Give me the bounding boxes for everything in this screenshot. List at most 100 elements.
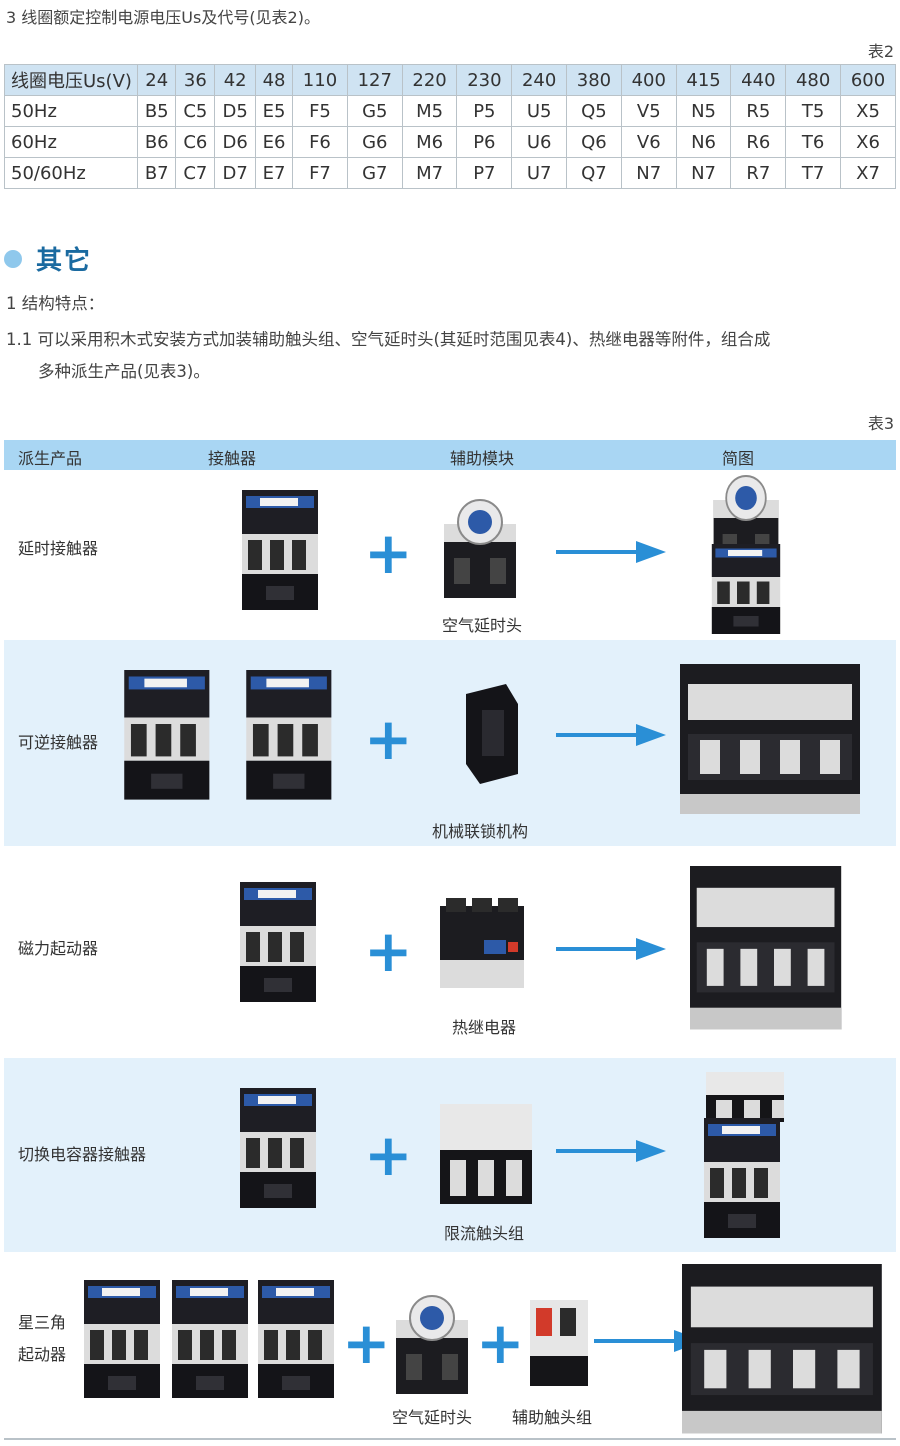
section-heading: 其它 bbox=[4, 240, 92, 277]
code-cell: D7 bbox=[214, 157, 257, 189]
module-caption: 限流触头组 bbox=[444, 1224, 525, 1243]
magnetic-starter-diagram bbox=[690, 866, 842, 1030]
code-cell: N6 bbox=[675, 126, 732, 158]
voltage-cell: 480 bbox=[785, 64, 842, 96]
contactor-image bbox=[124, 670, 210, 800]
paragraph-line-1: 1.1 可以采用积木式安装方式加装辅助触头组、空气延时头(其延时范围见表4)、热… bbox=[6, 330, 771, 349]
voltage-cell: 400 bbox=[620, 64, 677, 96]
module-caption: 辅助触头组 bbox=[512, 1408, 593, 1427]
arrow-right-icon bbox=[556, 724, 666, 746]
code-cell: M5 bbox=[401, 95, 458, 127]
arrow-right-icon bbox=[556, 541, 666, 563]
voltage-cell: 127 bbox=[346, 64, 403, 96]
code-cell: B5 bbox=[136, 95, 177, 127]
coil-voltage-table: 线圈电压Us(V) 24 36 42 48 110 127 220 230 24… bbox=[4, 64, 896, 189]
voltage-cell: 440 bbox=[730, 64, 787, 96]
code-cell: X7 bbox=[840, 157, 896, 189]
voltage-cell: 380 bbox=[566, 64, 622, 96]
code-cell: D6 bbox=[214, 126, 257, 158]
code-cell: F5 bbox=[292, 95, 348, 127]
plus-icon: + bbox=[364, 917, 413, 985]
voltage-cell: 24 bbox=[136, 64, 177, 96]
code-cell: F6 bbox=[292, 126, 348, 158]
header-product: 派生产品 bbox=[18, 449, 83, 468]
contactor-image bbox=[242, 490, 318, 610]
code-cell: U5 bbox=[511, 95, 568, 127]
voltage-cell: 110 bbox=[292, 64, 348, 96]
contactor-image bbox=[240, 882, 316, 1002]
code-cell: E6 bbox=[255, 126, 294, 158]
code-cell: N7 bbox=[675, 157, 732, 189]
voltage-cell: 42 bbox=[214, 64, 257, 96]
table-row: 50/60Hz B7 C7 D7 E7 F7 G7 M7 P7 U7 Q7 N7… bbox=[4, 157, 896, 189]
frequency-label: 50/60Hz bbox=[4, 157, 138, 189]
header-contactor: 接触器 bbox=[208, 449, 257, 468]
star-delta-starter-diagram bbox=[682, 1264, 882, 1434]
thermal-relay-image bbox=[440, 898, 524, 988]
arrow-right-icon bbox=[556, 1140, 666, 1162]
voltage-cell: 48 bbox=[255, 64, 294, 96]
table2-caption: 表2 bbox=[867, 42, 894, 61]
code-cell: R5 bbox=[730, 95, 787, 127]
paragraph-line-2: 多种派生产品(见表3)。 bbox=[38, 362, 210, 381]
time-delay-contactor-diagram bbox=[711, 475, 781, 634]
code-cell: Q5 bbox=[566, 95, 622, 127]
table3-caption: 表3 bbox=[867, 414, 894, 433]
plus-icon: + bbox=[364, 705, 413, 773]
frequency-label: 50Hz bbox=[4, 95, 138, 127]
code-cell: B7 bbox=[136, 157, 177, 189]
table-row: 50Hz B5 C5 D5 E5 F5 G5 M5 P5 U5 Q5 V5 N5… bbox=[4, 95, 896, 127]
divider bbox=[4, 1438, 896, 1440]
auxiliary-contact-block-image bbox=[530, 1300, 588, 1386]
code-cell: Q6 bbox=[566, 126, 622, 158]
plus-icon: + bbox=[364, 1121, 413, 1189]
contactor-image bbox=[172, 1280, 248, 1398]
code-cell: C5 bbox=[175, 95, 216, 127]
air-timer-image bbox=[443, 499, 517, 599]
product-name-line-1: 星三角 bbox=[18, 1313, 67, 1332]
code-cell: G5 bbox=[346, 95, 403, 127]
voltage-cell: 240 bbox=[511, 64, 568, 96]
table2-header-row: 线圈电压Us(V) 24 36 42 48 110 127 220 230 24… bbox=[4, 64, 896, 96]
voltage-cell: 230 bbox=[456, 64, 513, 96]
header-module: 辅助模块 bbox=[450, 449, 515, 468]
frequency-label: 60Hz bbox=[4, 126, 138, 158]
code-cell: V6 bbox=[620, 126, 677, 158]
paragraph-structure: 1 结构特点： bbox=[6, 294, 105, 313]
current-limiting-block-image bbox=[440, 1104, 532, 1204]
code-cell: E5 bbox=[255, 95, 294, 127]
code-cell: P5 bbox=[456, 95, 513, 127]
voltage-cell: 220 bbox=[401, 64, 458, 96]
code-cell: C6 bbox=[175, 126, 216, 158]
code-cell: X6 bbox=[840, 126, 896, 158]
code-cell: P6 bbox=[456, 126, 513, 158]
product-name: 切换电容器接触器 bbox=[18, 1145, 147, 1164]
product-name: 磁力起动器 bbox=[18, 939, 99, 958]
capacitor-contactor-diagram bbox=[704, 1072, 784, 1238]
contactor-image bbox=[84, 1280, 160, 1398]
contactor-image bbox=[246, 670, 332, 800]
header-diagram: 简图 bbox=[722, 449, 755, 468]
code-cell: R6 bbox=[730, 126, 787, 158]
code-cell: U7 bbox=[511, 157, 568, 189]
code-cell: N7 bbox=[620, 157, 677, 189]
product-name-line-2: 起动器 bbox=[18, 1345, 67, 1364]
voltage-cell: 600 bbox=[840, 64, 896, 96]
plus-icon: + bbox=[342, 1309, 391, 1377]
module-caption: 空气延时头 bbox=[442, 616, 523, 635]
table-row: 60Hz B6 C6 D6 E6 F6 G6 M6 P6 U6 Q6 V6 N6… bbox=[4, 126, 896, 158]
code-cell: M7 bbox=[401, 157, 458, 189]
module-caption: 空气延时头 bbox=[392, 1408, 473, 1427]
code-cell: E7 bbox=[255, 157, 294, 189]
code-cell: B6 bbox=[136, 126, 177, 158]
intro-text: 3 线圈额定控制电源电压Us及代号(见表2)。 bbox=[6, 8, 320, 27]
code-cell: G6 bbox=[346, 126, 403, 158]
bullet-icon bbox=[4, 249, 22, 268]
voltage-cell: 36 bbox=[175, 64, 216, 96]
product-name: 可逆接触器 bbox=[18, 733, 99, 752]
code-cell: G7 bbox=[346, 157, 403, 189]
reversing-contactor-diagram bbox=[680, 664, 860, 814]
contactor-image bbox=[258, 1280, 334, 1398]
code-cell: U6 bbox=[511, 126, 568, 158]
code-cell: D5 bbox=[214, 95, 257, 127]
